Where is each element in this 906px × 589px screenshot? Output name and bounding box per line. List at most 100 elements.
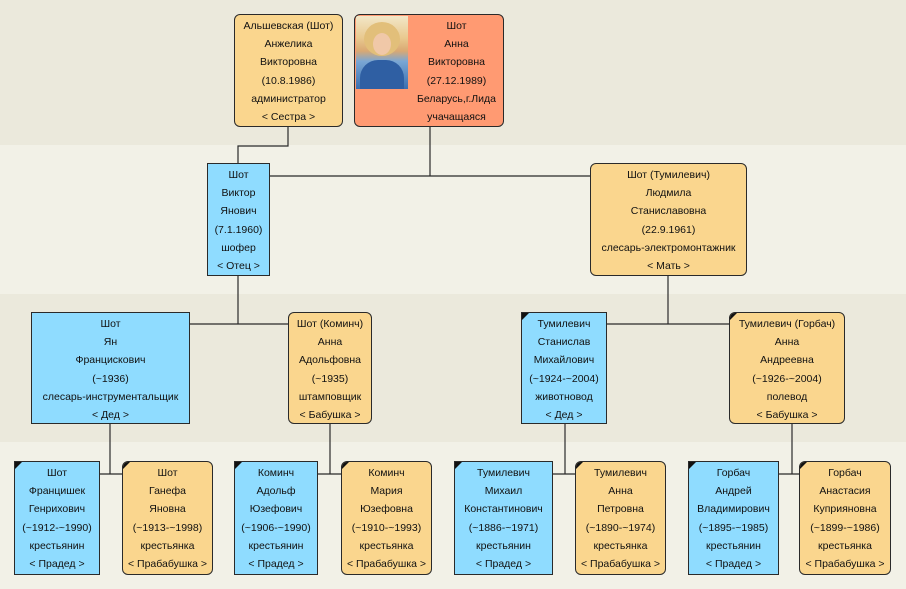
name-first: Анастасия bbox=[819, 485, 871, 498]
name-first: Станислав bbox=[537, 336, 591, 349]
name-first: Виктор bbox=[221, 187, 256, 200]
relation: < Прабабушка > bbox=[127, 558, 208, 571]
dates: (~1906-~1990) bbox=[241, 521, 311, 534]
occupation: крестьянин bbox=[29, 539, 85, 552]
person-card-great-grandfather-3[interactable]: Тумилевич Михаил Константинович (~1886-~… bbox=[454, 461, 553, 575]
occupation: крестьянка bbox=[593, 539, 648, 552]
generation-band-1 bbox=[0, 145, 906, 294]
connector-sister-father bbox=[237, 127, 289, 163]
name-surname: Шот bbox=[228, 169, 249, 181]
name-patronymic: Андреевна bbox=[760, 354, 814, 367]
dates: (~1924-~2004) bbox=[529, 372, 599, 385]
person-card-great-grandfather-2[interactable]: Коминч Адольф Юзефович (~1906-~1990) кре… bbox=[234, 461, 318, 575]
name-surname: Шот (Тумилевич) bbox=[627, 169, 710, 181]
name-first: Адольф bbox=[256, 485, 296, 498]
occupation: слесарь-электромонтажник bbox=[601, 241, 736, 254]
person-card-sister[interactable]: Альшевская (Шот) Анжелика Викторовна (10… bbox=[234, 14, 343, 127]
name-surname: Шот bbox=[46, 467, 68, 479]
name-surname: Тумилевич bbox=[477, 467, 530, 479]
dates: (10.8.1986) bbox=[261, 74, 316, 87]
name-patronymic: Владимирович bbox=[697, 503, 770, 516]
name-patronymic: Юзефовна bbox=[360, 503, 413, 516]
occupation: слесарь-инструментальщик bbox=[42, 390, 179, 403]
name-surname: Альшевская (Шот) bbox=[243, 20, 334, 32]
relation: < Прадед > bbox=[248, 558, 304, 571]
name-surname: Тумилевич bbox=[537, 318, 591, 330]
name-first: Михаил bbox=[484, 485, 523, 498]
person-card-great-grandmother-1[interactable]: Шот Ганефа Яновна (~1913-~1998) крестьян… bbox=[122, 461, 213, 575]
dates: (~1913-~1998) bbox=[132, 521, 203, 534]
corner-marker-icon bbox=[123, 462, 130, 469]
corner-marker-icon bbox=[455, 462, 462, 469]
person-card-great-grandmother-4[interactable]: Горбач Анастасия Куприяновна (~1899-~198… bbox=[799, 461, 891, 575]
name-first: Анна bbox=[317, 336, 343, 349]
name-patronymic: Куприяновна bbox=[813, 503, 877, 516]
person-card-great-grandfather-4[interactable]: Горбач Андрей Владимирович (~1895-~1985)… bbox=[688, 461, 779, 575]
name-surname: Шот bbox=[100, 318, 121, 330]
corner-marker-icon bbox=[342, 462, 349, 469]
name-patronymic: Михайлович bbox=[533, 354, 595, 367]
dates: (7.1.1960) bbox=[214, 223, 263, 236]
name-patronymic: Янович bbox=[220, 205, 257, 218]
occupation: штамповщик bbox=[298, 390, 362, 403]
occupation: крестьянин bbox=[706, 539, 761, 552]
place: Беларусь,г.Лида bbox=[416, 92, 497, 105]
dates: (~1935) bbox=[311, 372, 349, 385]
occupation: шофер bbox=[221, 241, 256, 254]
dates: (~1936) bbox=[92, 372, 129, 385]
relation: < Прадед > bbox=[29, 558, 85, 571]
corner-marker-icon bbox=[800, 462, 807, 469]
person-card-maternal-grandmother[interactable]: Тумилевич (Горбач) Анна Андреевна (~1926… bbox=[729, 312, 845, 424]
person-card-great-grandmother-2[interactable]: Коминч Мария Юзефовна (~1910-~1993) крес… bbox=[341, 461, 432, 575]
occupation: администратор bbox=[251, 92, 326, 105]
relation: < Дед > bbox=[545, 409, 583, 422]
name-first: Ян bbox=[103, 336, 118, 349]
occupation: крестьянин bbox=[476, 539, 531, 552]
occupation: животновод bbox=[535, 390, 593, 403]
relation: < Бабушка > bbox=[756, 409, 818, 422]
name-surname: Коминч bbox=[368, 467, 405, 479]
dates: (~1926-~2004) bbox=[752, 372, 822, 385]
name-patronymic: Яновна bbox=[149, 503, 186, 516]
relation: < Прабабушка > bbox=[580, 558, 661, 571]
name-surname: Тумилевич bbox=[594, 467, 647, 479]
relation: < Прабабушка > bbox=[805, 558, 885, 571]
person-card-paternal-grandfather[interactable]: Шот Ян Францискович (~1936) слесарь-инст… bbox=[31, 312, 190, 424]
name-surname: Коминч bbox=[257, 467, 295, 479]
name-surname: Горбач bbox=[828, 467, 862, 479]
portrait-photo bbox=[356, 16, 408, 89]
relation: < Отец > bbox=[217, 260, 260, 273]
dates: (~1890-~1974) bbox=[585, 521, 656, 534]
occupation: полевод bbox=[766, 390, 808, 403]
name-first: Андрей bbox=[715, 485, 752, 498]
person-card-self[interactable]: Шот Анна Викторовна (27.12.1989) Беларус… bbox=[354, 14, 504, 127]
name-surname: Шот (Коминч) bbox=[296, 318, 364, 330]
dates: (~1899-~1986) bbox=[810, 521, 880, 534]
name-patronymic: Адольфовна bbox=[298, 354, 362, 367]
name-surname: Горбач bbox=[716, 467, 751, 479]
relation: < Дед > bbox=[92, 409, 129, 422]
name-patronymic: Францискович bbox=[75, 354, 146, 367]
occupation: крестьянка bbox=[818, 539, 872, 552]
dates: (~1910-~1993) bbox=[351, 521, 422, 534]
occupation: учачащаяся bbox=[427, 111, 486, 124]
person-card-great-grandfather-1[interactable]: Шот Францишек Генрихович (~1912-~1990) к… bbox=[14, 461, 100, 575]
name-surname: Шот bbox=[446, 20, 467, 32]
name-patronymic: Викторовна bbox=[259, 56, 317, 69]
name-patronymic: Юзефович bbox=[249, 503, 303, 516]
dates: (~1912-~1990) bbox=[22, 521, 92, 534]
name-first: Анна bbox=[774, 336, 800, 349]
occupation: крестьянка bbox=[359, 539, 414, 552]
corner-marker-icon bbox=[15, 462, 22, 469]
dates: (27.12.1989) bbox=[426, 74, 487, 87]
corner-marker-icon bbox=[522, 313, 529, 320]
person-card-great-grandmother-3[interactable]: Тумилевич Анна Петровна (~1890-~1974) кр… bbox=[575, 461, 666, 575]
person-card-maternal-grandfather[interactable]: Тумилевич Станислав Михайлович (~1924-~2… bbox=[521, 312, 607, 424]
name-surname: Шот bbox=[157, 467, 178, 479]
name-first: Анна bbox=[608, 485, 633, 498]
person-card-father[interactable]: Шот Виктор Янович (7.1.1960) шофер < Оте… bbox=[207, 163, 270, 276]
person-card-paternal-grandmother[interactable]: Шот (Коминч) Анна Адольфовна (~1935) шта… bbox=[288, 312, 372, 424]
name-patronymic: Станиславовна bbox=[630, 205, 707, 218]
person-card-mother[interactable]: Шот (Тумилевич) Людмила Станиславовна (2… bbox=[590, 163, 747, 276]
